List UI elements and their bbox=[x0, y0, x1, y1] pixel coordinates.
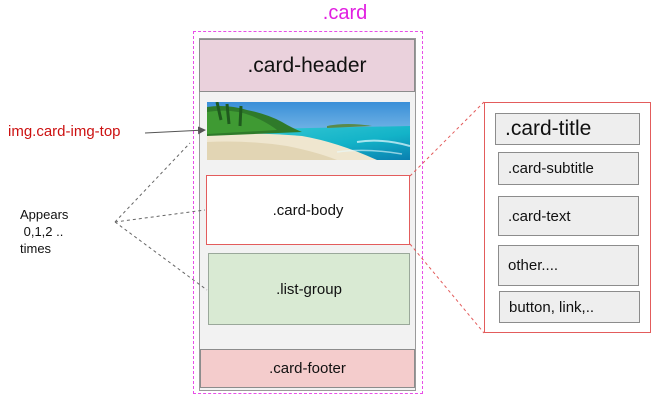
appears-note-line: Appears bbox=[20, 207, 69, 222]
other-box: other.... bbox=[498, 245, 639, 286]
appears-note: Appears 0,1,2 .. times bbox=[20, 206, 100, 260]
card-outline bbox=[193, 31, 423, 394]
body-to-detail-top-line bbox=[409, 101, 485, 177]
appears-to-body-line bbox=[114, 209, 206, 223]
card-body-box: .card-body bbox=[206, 175, 410, 245]
card-img-top-picture bbox=[207, 102, 410, 160]
img-card-img-top-caption: img.card-img-top bbox=[8, 123, 121, 140]
card-header-box: .card-header bbox=[199, 39, 415, 92]
appears-note-line: times bbox=[20, 241, 52, 256]
appears-to-list-line bbox=[114, 221, 208, 291]
image-caption-arrow bbox=[144, 126, 206, 135]
card-subtitle-box: .card-subtitle bbox=[498, 152, 639, 185]
appears-to-image-line bbox=[114, 142, 191, 223]
body-to-detail-bottom-line bbox=[409, 243, 485, 334]
appears-note-line: 0,1,2 .. bbox=[20, 224, 64, 239]
card-footer-box: .card-footer bbox=[200, 349, 415, 388]
card-label: .card bbox=[322, 2, 368, 24]
button-link-box: button, link,.. bbox=[499, 291, 640, 323]
card-title-box: .card-title bbox=[495, 113, 640, 145]
card-text-box: .card-text bbox=[498, 196, 639, 236]
beach-image-icon bbox=[207, 102, 410, 160]
list-group-box: .list-group bbox=[208, 253, 410, 325]
